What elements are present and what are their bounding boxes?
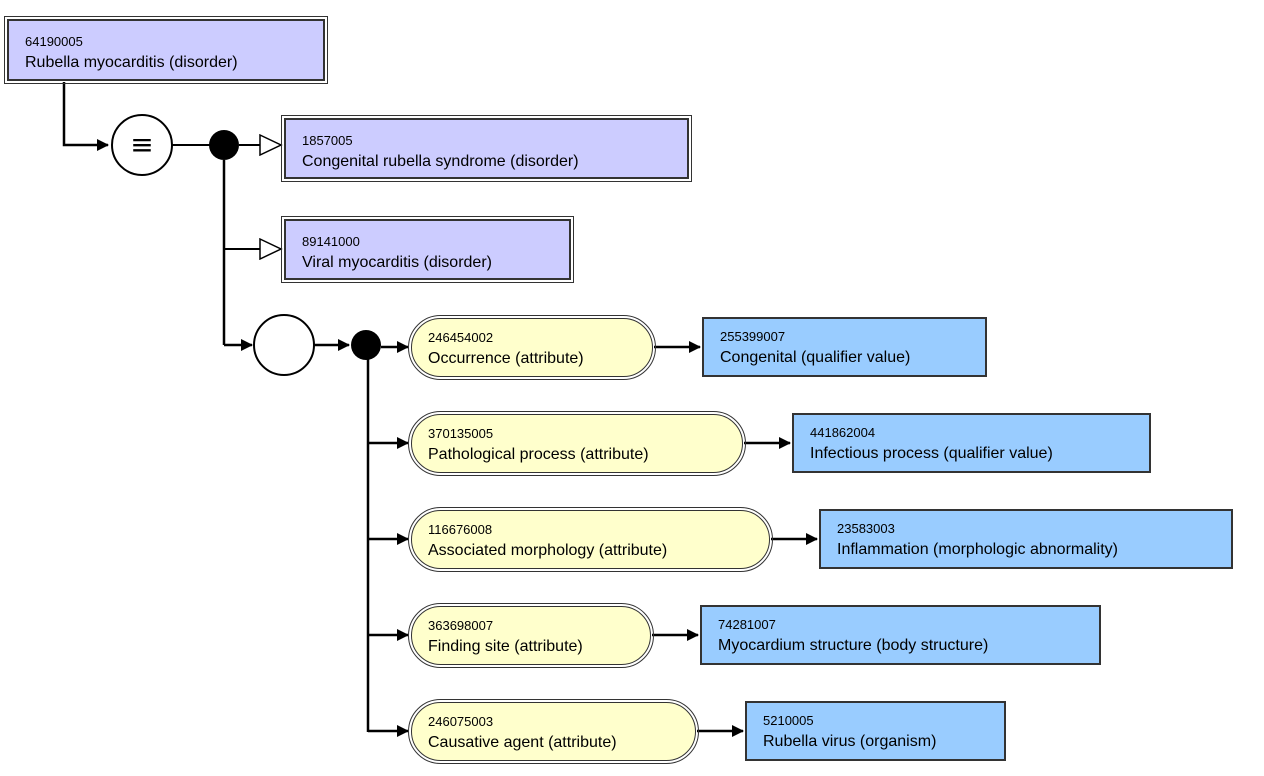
attribute-box-5[interactable]: 246075003 Causative agent (attribute) [408,699,699,764]
equivalence-operator-symbol: ≡ [130,128,153,161]
value-concept-code: 5210005 [763,713,814,728]
value-concept-box-1[interactable]: 255399007 Congenital (qualifier value) [702,317,987,377]
attribute-code: 246075003 [428,714,494,729]
value-concept-box-3[interactable]: 23583003 Inflammation (morphologic abnor… [819,509,1233,569]
focus-concept-label: Rubella myocarditis (disorder) [25,54,238,71]
attribute-box-3[interactable]: 116676008 Associated morphology (attribu… [408,507,773,572]
value-concept-code: 74281007 [718,617,776,632]
value-concept-code: 23583003 [837,521,895,536]
conjunction-dot-1 [209,130,239,160]
attribute-label: Occurrence (attribute) [428,350,584,367]
parent-concept-box-1[interactable]: 1857005 Congenital rubella syndrome (dis… [281,115,692,182]
parent-concept-label: Viral myocarditis (disorder) [302,254,492,271]
value-concept-label: Inflammation (morphologic abnormality) [837,541,1118,558]
attribute-code: 246454002 [428,330,494,345]
parent-concept-code: 1857005 [302,133,353,148]
attribute-box-2[interactable]: 370135005 Pathological process (attribut… [408,411,746,476]
attribute-label: Pathological process (attribute) [428,446,649,463]
value-concept-label: Myocardium structure (body structure) [718,637,989,654]
focus-concept-code: 64190005 [25,34,83,49]
value-concept-code: 441862004 [810,425,876,440]
relationship-arrows [368,341,818,737]
attribute-group-circle [253,314,315,376]
value-concept-label: Rubella virus (organism) [763,733,937,750]
attribute-code: 363698007 [428,618,494,633]
focus-to-definition-connector [62,82,109,151]
value-concept-box-4[interactable]: 74281007 Myocardium structure (body stru… [700,605,1101,665]
attribute-code: 370135005 [428,426,494,441]
focus-concept-box[interactable]: 64190005 Rubella myocarditis (disorder) [4,16,328,84]
conjunction-dot-2 [351,330,381,360]
parent-concept-label: Congenital rubella syndrome (disorder) [302,153,579,170]
attribute-box-1[interactable]: 246454002 Occurrence (attribute) [408,315,656,380]
value-concept-label: Congenital (qualifier value) [720,349,911,366]
attribute-label: Causative agent (attribute) [428,734,617,751]
value-concept-code: 255399007 [720,329,786,344]
attribute-label: Associated morphology (attribute) [428,542,668,559]
parent-concept-box-2[interactable]: 89141000 Viral myocarditis (disorder) [281,216,574,283]
attribute-code: 116676008 [428,522,493,537]
value-concept-box-2[interactable]: 441862004 Infectious process (qualifier … [792,413,1151,473]
parent-concept-code: 89141000 [302,234,360,249]
value-concept-box-5[interactable]: 5210005 Rubella virus (organism) [745,701,1006,761]
attribute-label: Finding site (attribute) [428,638,583,655]
attribute-box-4[interactable]: 363698007 Finding site (attribute) [408,603,654,668]
value-concept-label: Infectious process (qualifier value) [810,445,1053,462]
